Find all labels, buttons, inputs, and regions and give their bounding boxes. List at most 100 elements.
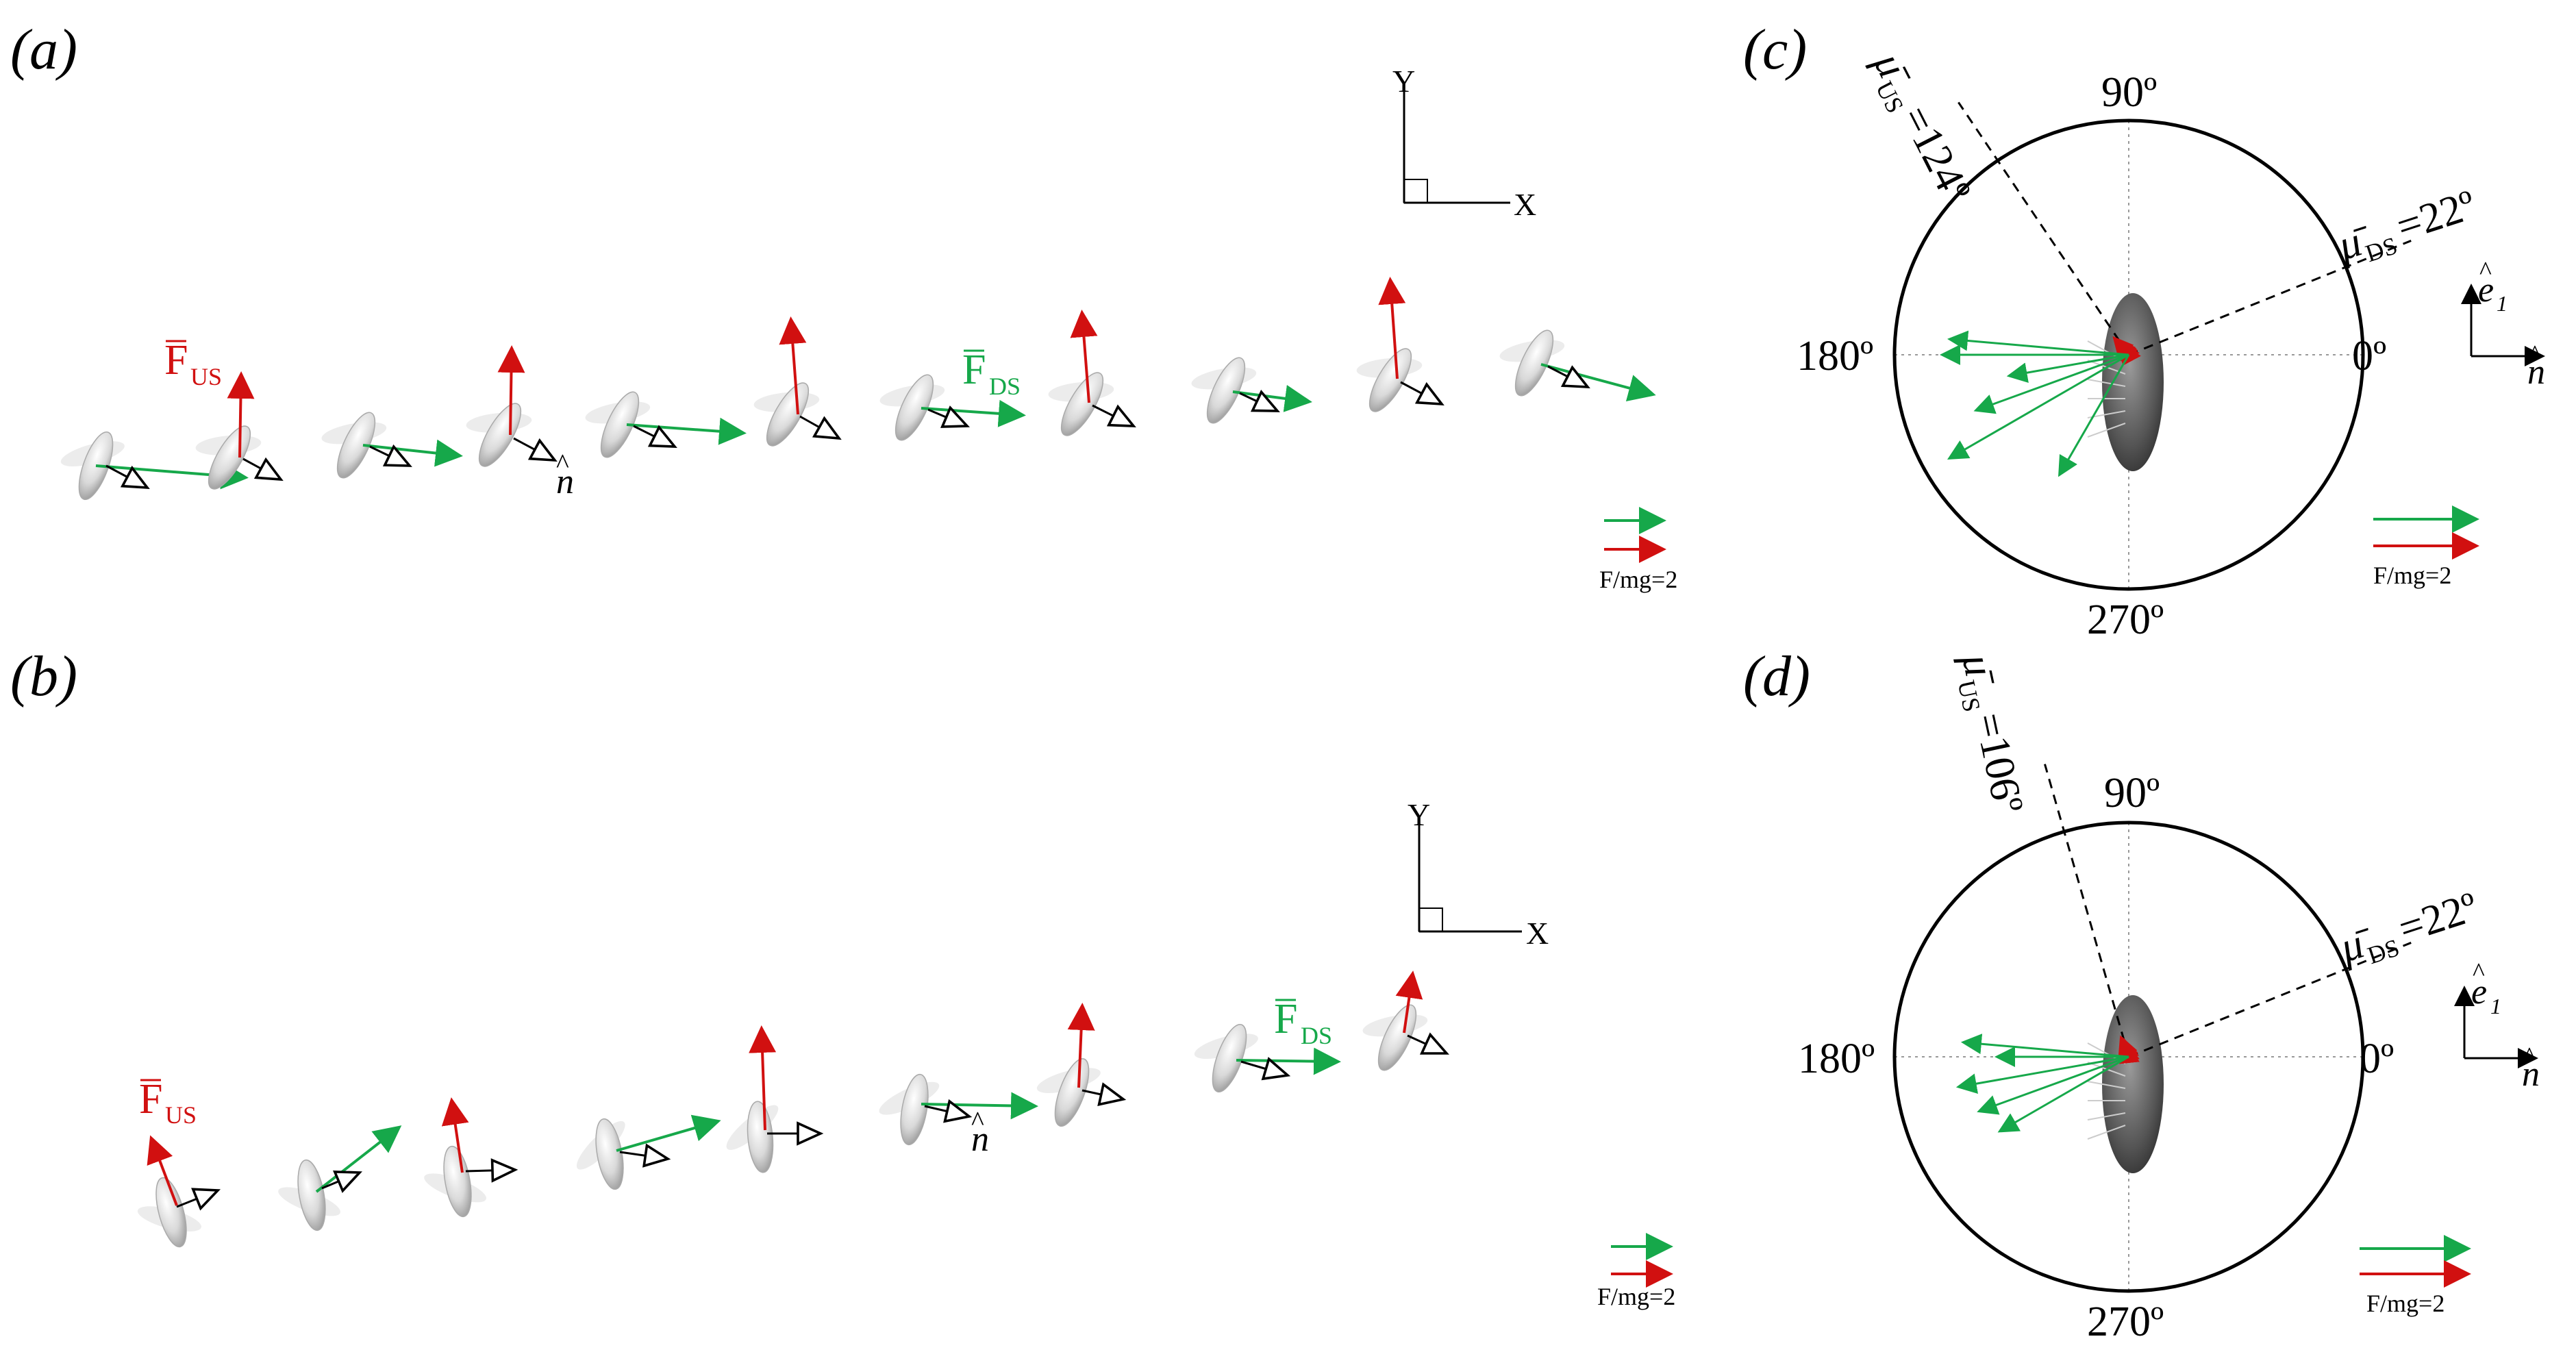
scale-bar-b: F/mg=2 bbox=[1597, 1233, 1675, 1310]
mu-ds-label-c: μ̄ DS =22º bbox=[2331, 181, 2481, 270]
force-arrow-ds bbox=[1973, 353, 2129, 414]
mean-line-us bbox=[1958, 101, 2130, 355]
force-arrow-us bbox=[497, 345, 525, 436]
force-arrow-us bbox=[779, 316, 807, 415]
normal-arrow bbox=[924, 1099, 973, 1123]
force-arrow-us bbox=[1070, 310, 1098, 403]
insect-body bbox=[879, 374, 945, 441]
svg-text:^: ^ bbox=[2529, 340, 2541, 369]
y-axis-label-a: Y bbox=[1392, 64, 1415, 99]
normal-arrow bbox=[927, 405, 971, 428]
insect-body bbox=[1036, 1057, 1101, 1127]
scale-label-a: F/mg=2 bbox=[1599, 566, 1677, 593]
mean-line-ds bbox=[2128, 240, 2412, 356]
insect-torso bbox=[895, 374, 934, 441]
mu-us-label-c: μ̄ US =124º bbox=[1864, 45, 1979, 210]
panel-label-b: (b) bbox=[10, 644, 77, 708]
scale-label-c: F/mg=2 bbox=[2373, 562, 2451, 589]
normal-arrow bbox=[321, 1171, 363, 1193]
insect-body bbox=[1499, 329, 1565, 397]
insect-torso bbox=[478, 403, 522, 467]
panel-label-a: (a) bbox=[10, 18, 77, 82]
body-frame-c: e ^ 1 n ^ bbox=[2461, 257, 2545, 392]
normal-arrow bbox=[1092, 404, 1136, 427]
scale-label-d: F/mg=2 bbox=[2366, 1290, 2444, 1317]
mu-us-value-d: =106º bbox=[1966, 709, 2032, 817]
force-arrow-us bbox=[441, 1097, 469, 1173]
polar-plot-d bbox=[1892, 764, 2412, 1293]
angle-180-label-d: 180º bbox=[1798, 1036, 1875, 1082]
force-arrow-ds bbox=[626, 417, 747, 445]
insect-body bbox=[195, 425, 262, 490]
e1-subscript-c: 1 bbox=[2497, 291, 2508, 316]
force-arrow-ds bbox=[1955, 1055, 2129, 1094]
n-label-c: n bbox=[2527, 353, 2545, 392]
normal-arrow bbox=[176, 1188, 221, 1211]
force-symbol-us-b: F bbox=[139, 1076, 162, 1123]
insect-body bbox=[726, 1101, 779, 1173]
insect-leg bbox=[2087, 1112, 2126, 1121]
force-arrow-ds bbox=[616, 1114, 721, 1152]
angle-90-label-d: 90º bbox=[2104, 770, 2160, 816]
normal-arrow bbox=[1081, 1082, 1127, 1107]
normal-symbol-a: n bbox=[556, 462, 574, 501]
insect-silhouette bbox=[2102, 995, 2164, 1173]
force-arrow-ds bbox=[921, 399, 1026, 427]
insect-sequence-a bbox=[60, 277, 1656, 501]
force-arrow-ds bbox=[1997, 1055, 2129, 1133]
insect-body bbox=[278, 1159, 340, 1231]
insect-body bbox=[424, 1145, 486, 1218]
force-arrow-us bbox=[1395, 971, 1423, 1034]
e1-subscript-d: 1 bbox=[2490, 994, 2501, 1018]
insect-torso bbox=[600, 391, 640, 458]
insect-sequence-b bbox=[137, 971, 1449, 1248]
panel-a: Y X F US F DS n ^ F/mg=2 bbox=[60, 64, 1677, 593]
mu-us-value-c: =124º bbox=[1892, 99, 1979, 210]
force-symbol-us-a: F bbox=[164, 337, 188, 384]
insect-leg bbox=[2087, 1081, 2126, 1089]
normal-arrow bbox=[799, 415, 842, 440]
insect-leg bbox=[2087, 379, 2126, 387]
insect-silhouette bbox=[2102, 293, 2164, 471]
polar-circle bbox=[1892, 821, 2365, 1293]
normal-label-b: n ^ bbox=[971, 1105, 989, 1159]
force-symbol-ds-a: F bbox=[962, 347, 986, 393]
angle-90-label-c: 90º bbox=[2101, 69, 2157, 116]
panel-b: Y X F US F DS n ^ F/mg=2 bbox=[137, 797, 1675, 1310]
e1-label-d: e bbox=[2471, 973, 2487, 1012]
force-arrow-ds bbox=[2006, 353, 2129, 383]
xy-axes-indicator-a: Y X bbox=[1392, 64, 1536, 222]
mu-us-label-d: μ̄ US =106º bbox=[1953, 649, 2032, 817]
svg-text:DS: DS bbox=[2364, 934, 2403, 969]
force-subscript-us-b: US bbox=[165, 1101, 197, 1129]
mu-ds-label-d: μ̄ DS =22º bbox=[2334, 884, 2483, 972]
normal-arrow bbox=[1400, 381, 1445, 406]
insect-torso bbox=[1206, 357, 1246, 424]
normal-arrow bbox=[633, 425, 677, 448]
normal-symbol-b: n bbox=[971, 1120, 989, 1159]
insect-body bbox=[585, 391, 651, 458]
force-subscript-ds-b: DS bbox=[1301, 1022, 1332, 1049]
force-arrow-ds bbox=[1947, 330, 2129, 356]
insect-body bbox=[753, 382, 820, 447]
force-arrow-us bbox=[2118, 1035, 2138, 1058]
angle-0-label-d: 0º bbox=[2360, 1036, 2394, 1082]
force-subscript-ds-a: DS bbox=[989, 373, 1021, 400]
insect-body bbox=[576, 1118, 625, 1190]
svg-text:^: ^ bbox=[2523, 1042, 2536, 1071]
insect-leg bbox=[2087, 1125, 2126, 1140]
force-arrow-us bbox=[1378, 277, 1406, 379]
normal-arrow bbox=[513, 437, 558, 462]
scale-label-b: F/mg=2 bbox=[1597, 1283, 1675, 1310]
force-arrow-ds bbox=[921, 1092, 1038, 1120]
normal-arrow bbox=[1240, 1057, 1291, 1081]
mean-line-us bbox=[2044, 764, 2130, 1057]
insect-torso bbox=[900, 1073, 929, 1146]
force-arrow-us bbox=[227, 371, 255, 458]
mu-ds-value-c: =22º bbox=[2391, 181, 2481, 251]
force-arrow-us bbox=[147, 1135, 178, 1206]
scale-bar-d: F/mg=2 bbox=[2360, 1235, 2471, 1317]
angle-0-label-c: 0º bbox=[2352, 333, 2386, 379]
insect-torso bbox=[1377, 1004, 1417, 1071]
